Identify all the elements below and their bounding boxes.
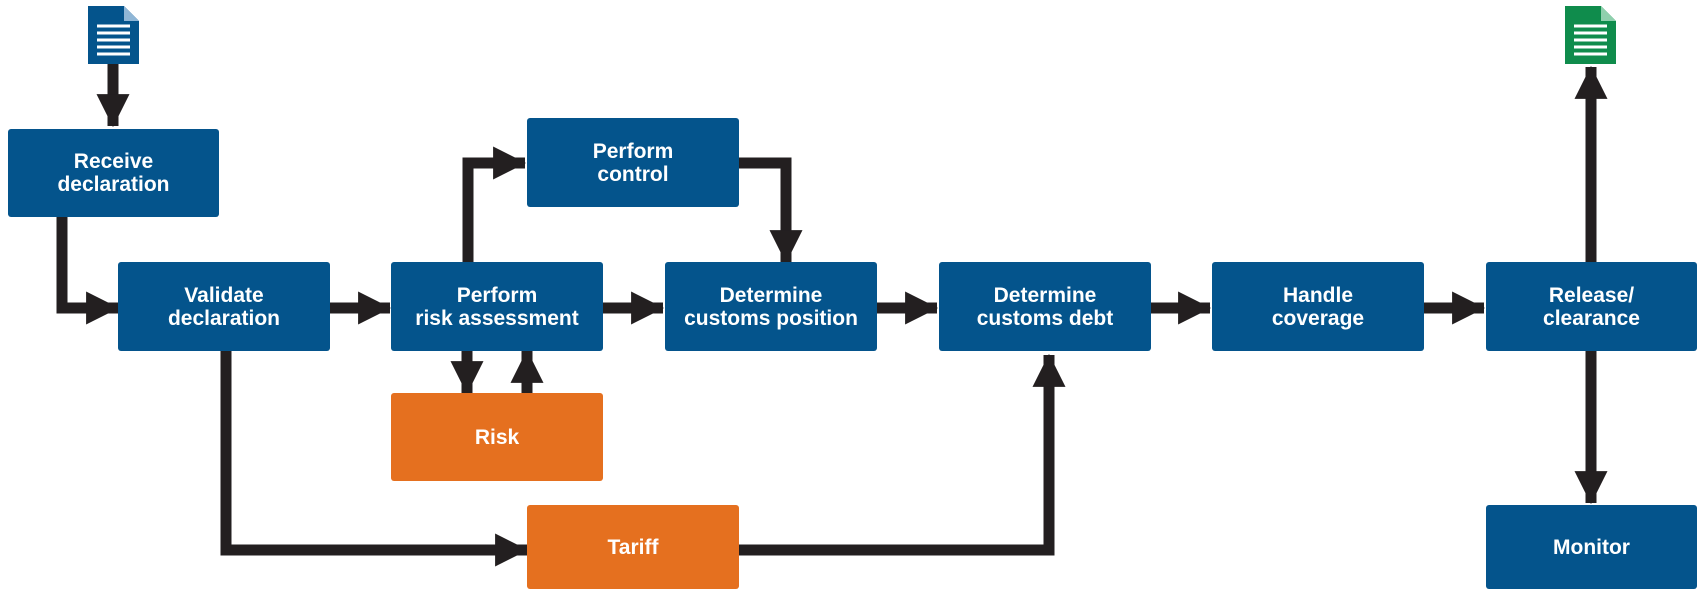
determine-customs-debt-box: Determine customs debt	[939, 262, 1151, 351]
perform-control-box: Perform control	[527, 118, 739, 207]
arrow-receive-to-validate	[56, 216, 120, 325]
tariff-box: Tariff	[527, 505, 739, 589]
document-icon	[1565, 6, 1616, 64]
handle-coverage-box: Handle coverage	[1212, 262, 1424, 351]
arrow-tariff-to-customs-debt	[739, 353, 1066, 556]
release-clearance-box: Release/ clearance	[1486, 262, 1697, 351]
receive-declaration-box: Receive declaration	[8, 129, 219, 217]
determine-customs-position-box: Determine customs position	[665, 262, 877, 351]
document-icon	[88, 6, 139, 64]
risk-box: Risk	[391, 393, 603, 481]
monitor-box: Monitor	[1486, 505, 1697, 589]
arrow-validate-to-tariff	[220, 351, 529, 567]
arrow-risk-assessment-to-control	[462, 146, 527, 264]
perform-risk-assessment-box: Perform risk assessment	[391, 262, 603, 351]
validate-declaration-box: Validate declaration	[118, 262, 330, 351]
arrow-control-to-customs-position	[739, 157, 803, 264]
